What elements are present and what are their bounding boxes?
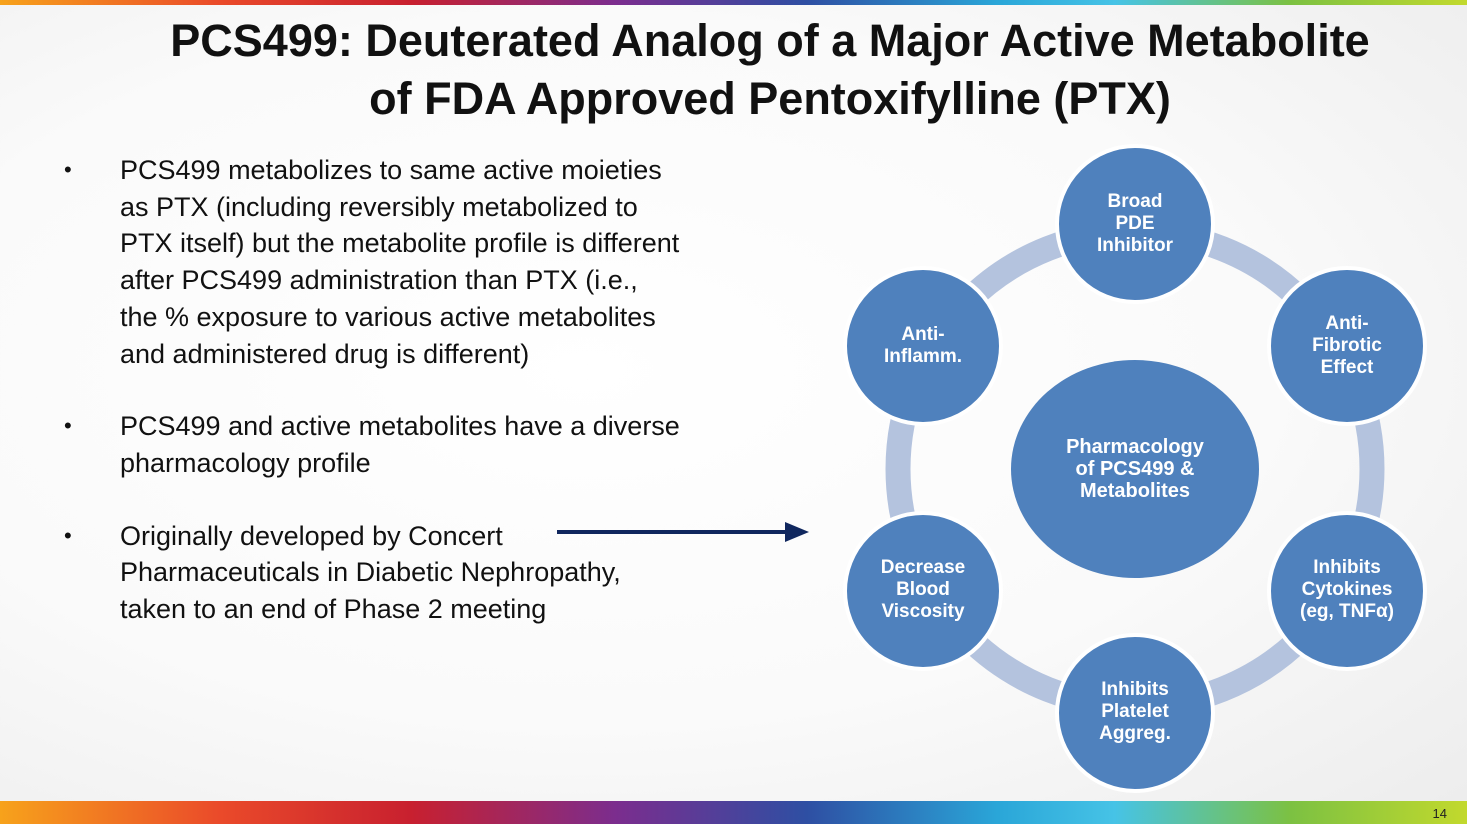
arrow-icon (557, 522, 809, 542)
node-label-pde: Broad PDE Inhibitor (1097, 191, 1173, 256)
node-circle-platelet (1055, 633, 1215, 793)
node-label-inflamm: Anti- Inflamm. (883, 324, 963, 367)
bullet-text: Originally developed by Concert Pharmace… (120, 520, 621, 625)
bullet-text: PCS499 metabolizes to same active moieti… (120, 155, 680, 369)
node-circle-cytokines (1267, 511, 1427, 671)
node-label-cytokines: Inhibits Cytokines (eg, TNFα) (1300, 557, 1394, 622)
bullet-item: • PCS499 and active metabolites have a d… (60, 408, 680, 481)
center-ellipse (1011, 360, 1259, 578)
node-label-viscosity: Decrease Blood Viscosity (880, 557, 966, 622)
node-label-fibrotic: Anti- Fibrotic Effect (1312, 313, 1382, 378)
pharmacology-cycle-diagram: Pharmacology of PCS499 & Metabolites Bro… (830, 140, 1430, 800)
node-circle-fibrotic (1267, 266, 1427, 426)
center-label: Pharmacology of PCS499 & Metabolites (1066, 436, 1204, 502)
title-line-1: PCS499: Deuterated Analog of a Major Act… (170, 15, 1370, 66)
bullet-dot-icon: • (64, 522, 72, 548)
bullet-item: • PCS499 metabolizes to same active moie… (60, 152, 680, 372)
bullet-text: PCS499 and active metabolites have a div… (120, 411, 680, 478)
bullet-list: • PCS499 metabolizes to same active moie… (60, 152, 680, 664)
page-number: 14 (1432, 806, 1447, 821)
title-line-2: of FDA Approved Pentoxifylline (PTX) (369, 73, 1171, 124)
bullet-dot-icon: • (64, 413, 72, 439)
bullet-dot-icon: • (64, 157, 72, 182)
node-label-platelet: Inhibits Platelet Aggreg. (1099, 679, 1171, 744)
bullet-item: • Originally developed by Concert Pharma… (60, 518, 680, 628)
cycle-ring (843, 144, 1427, 793)
node-circle-inflamm (843, 266, 1003, 426)
top-color-stripe (0, 0, 1467, 5)
node-circle-pde (1055, 144, 1215, 304)
node-circle-viscosity (843, 511, 1003, 671)
bottom-color-stripe (0, 801, 1467, 824)
slide-title: PCS499: Deuterated Analog of a Major Act… (70, 12, 1467, 128)
